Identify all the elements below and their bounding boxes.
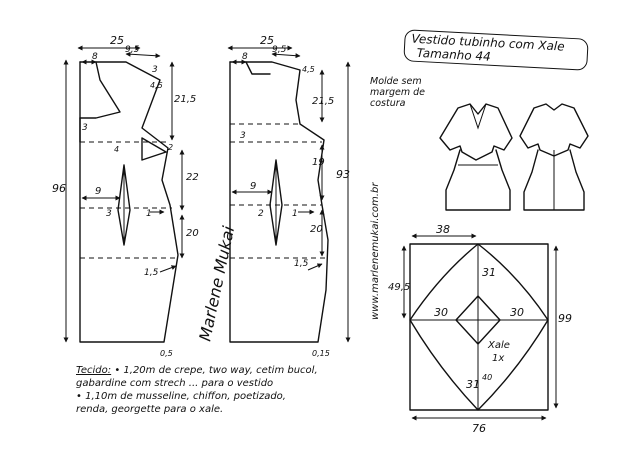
back-dart-width-label: 2	[258, 209, 264, 219]
dress-back-illustration	[519, 103, 589, 211]
molde-note: Molde sem margem de costura	[370, 76, 425, 109]
front-width-label: 25	[110, 34, 124, 47]
shawl-name-label: Xale	[487, 340, 510, 351]
back-hem-label: 0,15	[312, 349, 330, 358]
back-shoulder-drop-label: 4,5	[302, 65, 315, 74]
front-side-label: 1	[146, 209, 152, 219]
front-bust-dart-label: 3	[82, 123, 88, 133]
back-upper-label: 3	[240, 131, 246, 141]
front-armhole-label: 21,5	[174, 94, 196, 105]
front-neck-depth-label: 4,5	[150, 81, 163, 90]
shawl-top-label: 38	[436, 223, 450, 236]
fabric-line-4: renda, georgette para o xale.	[76, 404, 224, 415]
website-url: www.marlenemukai.com.br	[370, 182, 381, 320]
front-waist-length-label: 22	[186, 172, 199, 183]
shawl-upper-center-label: 31	[482, 266, 496, 279]
front-shoulder-drop-label: 3	[152, 65, 158, 75]
fabric-line-1: Tecido: • 1,20m de crepe, two way, cetim…	[76, 364, 356, 377]
molde-note-line-2: margem de	[370, 87, 426, 98]
back-waist-section-label: 19	[312, 157, 325, 168]
back-hem-inset-label: 1,5	[294, 259, 309, 269]
molde-note-line-3: costura	[370, 98, 406, 109]
back-waist-label: 9	[250, 181, 256, 192]
front-total-length-label: 96	[52, 182, 66, 195]
fabric-line-2: gabardine com strech ... para o vestido	[76, 378, 274, 389]
signature: Marlene Mukai	[195, 224, 238, 343]
back-bodice-pattern	[227, 45, 351, 343]
shawl-half-left-label: 30	[434, 306, 448, 319]
back-neck-label: 8	[242, 52, 248, 62]
fabric-label: Tecido:	[76, 365, 112, 376]
back-width-label: 25	[260, 34, 274, 47]
front-hem-label: 0,5	[160, 349, 173, 358]
back-shoulder-label: 9,5	[272, 45, 287, 55]
front-dart-depth-label: 4	[114, 145, 119, 154]
front-dart-side-label: 2	[168, 143, 173, 152]
shawl-slit-label: 40	[482, 373, 492, 382]
front-hem-inset-label: 1,5	[144, 268, 159, 278]
front-waist-label: 9	[95, 186, 101, 197]
fabric-notes: Tecido: • 1,20m de crepe, two way, cetim…	[76, 364, 356, 416]
shawl-left-side-label: 49,5	[388, 282, 410, 293]
front-neck-label: 8	[92, 52, 98, 62]
back-total-length-label: 93	[336, 168, 350, 181]
front-bodice-pattern	[63, 45, 185, 343]
shawl-count-label: 1x	[492, 353, 504, 364]
back-hip-label: 20	[310, 224, 323, 235]
shawl-pattern	[401, 233, 559, 421]
shawl-right-side-label: 99	[558, 312, 572, 325]
shawl-lower-center-label: 31	[466, 378, 480, 391]
fabric-line-3: • 1,10m de musseline, chiffon, poetizado…	[76, 391, 286, 402]
shawl-half-right-label: 30	[510, 306, 524, 319]
back-side-label: 1	[292, 209, 298, 219]
front-dart-width-label: 3	[106, 209, 112, 219]
shawl-bottom-label: 76	[472, 422, 486, 435]
front-hip-label: 20	[186, 228, 199, 239]
dress-front-illustration	[439, 103, 513, 211]
front-shoulder-label: 9,5	[125, 45, 140, 55]
back-armhole-label: 21,5	[312, 96, 334, 107]
fabric-line-1-text: • 1,20m de crepe, two way, cetim bucol,	[114, 365, 318, 376]
molde-note-line-1: Molde sem	[370, 76, 422, 87]
